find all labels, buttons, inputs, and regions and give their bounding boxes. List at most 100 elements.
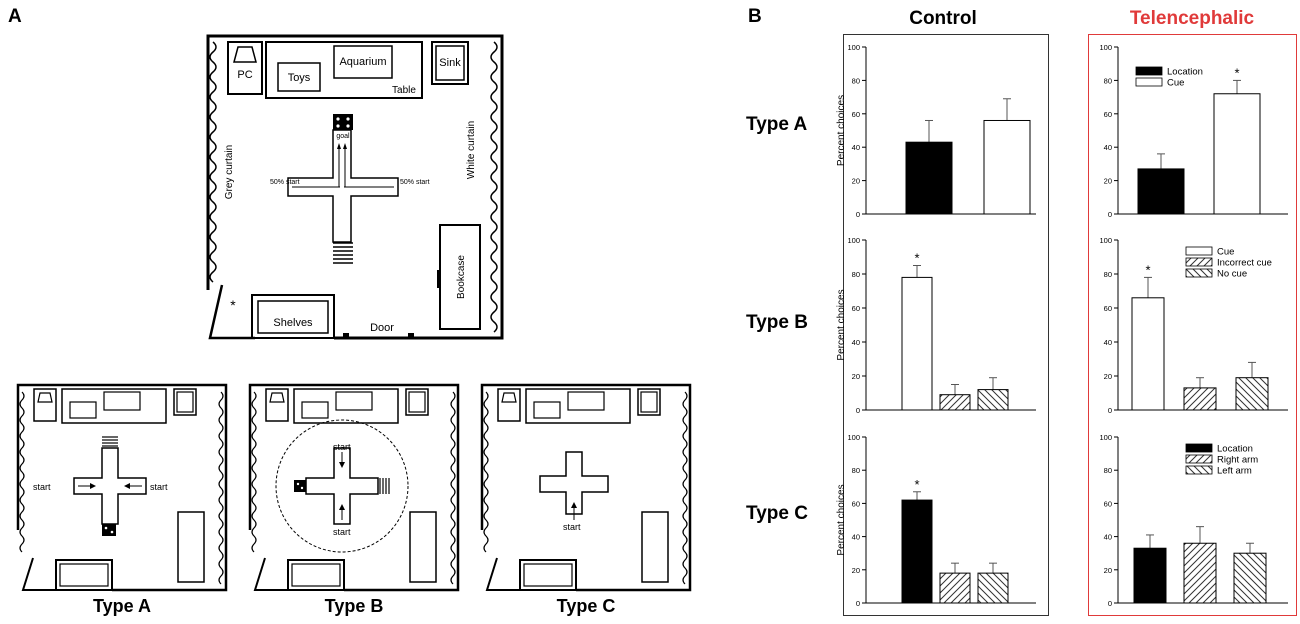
bar-no-cue [977,389,1009,411]
y-tick-label: 80 [852,466,860,475]
y-tick-label: 0 [1108,210,1112,219]
y-tick-label: 60 [852,304,860,313]
shelves-label: Shelves [273,317,313,329]
mini-room-a-maze [73,436,147,536]
type-a-caption: Type A [92,596,151,616]
significance-star: * [1145,262,1150,277]
type-a-start-left: start [33,482,51,492]
y-tick-label: 20 [1104,177,1112,186]
bar-left-arm [977,572,1009,604]
legend-label: Location [1167,67,1203,78]
legend-swatch [1185,454,1213,464]
panel-a-letter: A [8,6,22,27]
y-tick-label: 40 [852,533,860,542]
pc-label: PC [237,69,252,81]
white-curtain-label: White curtain [466,121,477,179]
type-b-caption: Type B [324,596,384,616]
type-c-caption: Type C [556,596,616,616]
column-header-control: Control [909,8,977,29]
bar-cue [983,119,1031,215]
y-tick-label: 20 [852,177,860,186]
y-tick-label: 100 [847,433,860,442]
toys-label: Toys [288,72,311,84]
y-tick-label: 80 [1104,76,1112,85]
y-axis-label: Percent choices [836,95,847,166]
legend-swatch [1185,268,1213,278]
mini-room-c [480,383,692,592]
y-tick-label: 20 [1104,566,1112,575]
y-tick-label: 40 [1104,533,1112,542]
y-tick-label: 60 [1104,110,1112,119]
legend-swatch [1185,257,1213,267]
y-tick-label: 100 [847,236,860,245]
legend-swatch [1185,246,1213,256]
type-b-start-top: start [333,442,351,452]
grey-curtain-label: Grey curtain [224,145,235,199]
grey-curtain-wave [209,41,217,283]
row-label-type-c: Type C [746,503,808,524]
bar-left-arm [1233,552,1267,604]
sink-label: Sink [439,57,461,69]
legend-label: No cue [1217,269,1247,280]
star-label: * [230,297,236,313]
y-tick-label: 100 [1099,433,1112,442]
legend-swatch [1185,443,1213,453]
column-header-telencephalic: Telencephalic [1129,8,1255,29]
y-tick-label: 80 [852,76,860,85]
mini-room-b-maze [275,419,409,553]
y-tick-label: 60 [1104,304,1112,313]
bookcase-label: Bookcase [456,255,467,299]
y-axis-label: Percent choices [836,289,847,360]
bar-cue [901,276,933,411]
white-curtain-wave [490,41,498,333]
bar-no-cue [1235,377,1269,411]
legend-label: Incorrect cue [1217,258,1272,269]
y-tick-label: 100 [847,43,860,52]
bar-location [1133,547,1167,604]
legend-swatch [1135,77,1163,87]
mini-room-a [16,383,228,592]
y-tick-label: 0 [1108,599,1112,608]
table-label: Table [392,85,416,96]
bar-right-arm [939,572,971,604]
legend-swatch [1185,465,1213,475]
room-diagrams: PC Toys Aquarium Table Sink Shelves Door… [16,34,692,592]
legend-label: Right arm [1217,455,1258,466]
y-tick-label: 40 [1104,338,1112,347]
y-tick-label: 80 [852,270,860,279]
bar-incorrect-cue [1183,387,1217,411]
start-left-label: 50% start [270,179,300,186]
y-tick-label: 40 [852,143,860,152]
start-right-label: 50% start [400,179,430,186]
aquarium-label: Aquarium [339,56,386,68]
y-tick-label: 40 [852,338,860,347]
y-tick-label: 40 [1104,143,1112,152]
y-tick-label: 100 [1099,43,1112,52]
bar-cue [1213,93,1261,215]
significance-star: * [914,251,919,266]
y-tick-label: 0 [856,406,860,415]
type-a-start-right: start [150,482,168,492]
bar-location [905,141,953,215]
goal-label: goal [336,133,350,140]
legend-label: Cue [1167,78,1184,89]
main-room [206,34,504,340]
row-label-type-b: Type B [746,312,808,333]
y-tick-label: 20 [852,566,860,575]
bar-incorrect-cue [939,394,971,411]
type-b-start-bottom: start [333,527,351,537]
y-tick-label: 20 [1104,372,1112,381]
y-axis-label: Percent choices [836,484,847,555]
y-tick-label: 80 [1104,270,1112,279]
bar-cue [1131,297,1165,411]
legend-label: Cue [1217,247,1234,258]
y-tick-label: 20 [852,372,860,381]
y-tick-label: 60 [1104,499,1112,508]
bar-location [901,499,933,604]
mini-room-c-maze [539,451,609,520]
row-label-type-a: Type A [746,114,808,135]
